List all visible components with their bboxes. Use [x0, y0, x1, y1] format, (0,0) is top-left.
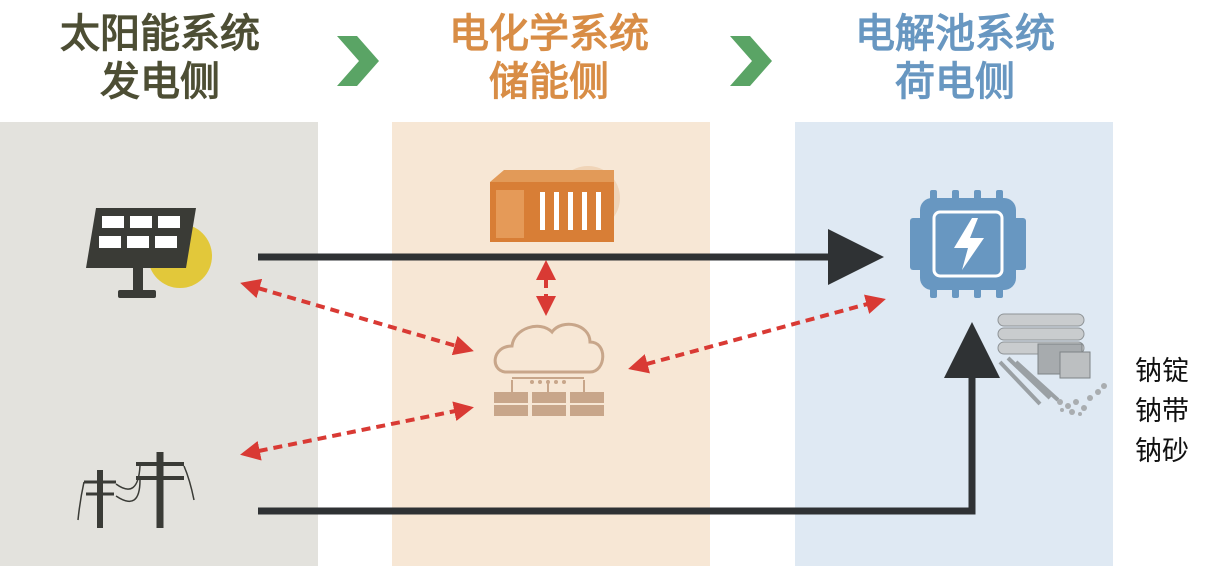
sodium-products-list: 钠锭 钠带 钠砂 — [1135, 352, 1189, 472]
solar-panel-icon — [86, 208, 212, 298]
cloud-electrolysis-dashed-arrow — [628, 294, 886, 374]
chevron-right-icon — [730, 36, 772, 86]
solar-subtitle: 发电侧 — [100, 59, 220, 105]
grid-cloud-dashed-arrow — [240, 401, 474, 461]
electrolysis-title: 电解池系统 — [855, 11, 1055, 57]
electrolysis-header: 电解池系统 荷电侧 — [805, 10, 1105, 106]
chevron-right-icon — [337, 36, 379, 86]
battery-container-icon — [490, 166, 620, 242]
storage-header: 电化学系统 储能侧 — [399, 10, 699, 106]
cloud-server-icon — [493, 322, 605, 416]
solar-header: 太阳能系统 发电侧 — [10, 10, 310, 106]
power-pole-icon — [77, 452, 195, 528]
sodium-metal-icon — [997, 313, 1107, 416]
electrolysis-subtitle: 荷电侧 — [895, 59, 1015, 105]
storage-title: 电化学系统 — [449, 11, 649, 57]
product-label: 钠砂 — [1135, 436, 1189, 467]
solar-cloud-dashed-arrow — [240, 278, 474, 356]
electrolyzer-chip-icon — [910, 190, 1026, 298]
grid-to-electrolysis-arrow — [258, 322, 1000, 515]
product-label: 钠锭 — [1135, 356, 1189, 387]
storage-subtitle: 储能侧 — [489, 59, 609, 105]
solar-title: 太阳能系统 — [60, 11, 260, 57]
product-label: 钠带 — [1135, 396, 1189, 427]
